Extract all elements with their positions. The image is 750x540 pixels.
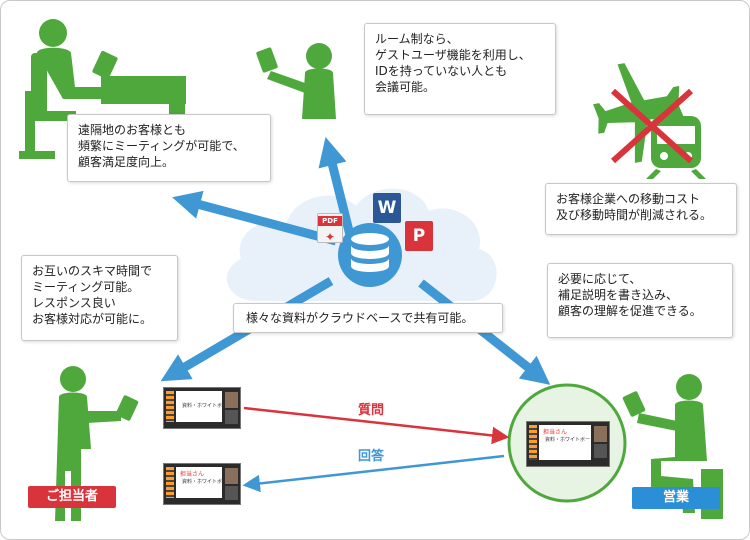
bubble-line: 遠隔地のお客様とも	[78, 123, 187, 137]
question-arrow	[243, 406, 510, 445]
bubble-line: 補足説明を書き込み、	[558, 288, 679, 302]
bubble-line: レスポンス良い	[32, 296, 116, 310]
sales-tag: 営業	[632, 487, 720, 509]
screen-toolbar	[166, 391, 174, 422]
screen-ink-text: 担当さん	[543, 429, 568, 436]
bubble-cloud-sharing: 様々な資料がクラウドベースで共有可能。	[233, 303, 503, 333]
question-label: 質問	[358, 403, 385, 418]
screen-toolbar	[529, 425, 537, 460]
screen-camera	[594, 444, 607, 458]
pdf-mark: ✦	[324, 230, 336, 244]
customer-screen-answer: 担当さん 資料・ホワイトボード	[163, 463, 241, 505]
bubble-line: ゲストユーザ機能を利用し、	[375, 48, 531, 62]
screen-document: 担当さん 資料・ホワイトボード	[176, 467, 232, 498]
word-file-icon: W	[373, 193, 401, 223]
arrow-to-top-left	[172, 190, 338, 246]
bubble-line: 必要に応じて、	[558, 272, 642, 286]
bubble-annotation: 必要に応じて、 補足説明を書き込み、 顧客の理解を促進できる。	[547, 263, 733, 338]
bubble-line: IDを持っていない人とも	[375, 64, 508, 78]
bubble-line: 顧客の理解を促進できる。	[558, 304, 702, 318]
screen-doc-text: 資料・ホワイトボード	[182, 479, 233, 485]
bubble-line: 及び移動時間が削減される。	[556, 208, 713, 222]
screen-doc-text: 資料・ホワイトボード	[182, 403, 233, 409]
bubble-line: 頻繁にミーティングが可能で、	[78, 139, 245, 153]
screen-camera	[225, 468, 238, 484]
screen-doc-text: 資料・ホワイトボード	[545, 437, 596, 443]
travel-icon	[593, 63, 706, 179]
word-label: W	[377, 198, 397, 218]
bubble-line: お客様対応が可能に。	[32, 312, 153, 326]
sales-screen: 担当さん 資料・ホワイトボード	[526, 421, 610, 467]
guest-person-icon	[256, 43, 336, 119]
bubble-spare-time: お互いのスキマ時間で ミーティング可能。 レスポンス良い お客様対応が可能に。	[21, 255, 178, 341]
pdf-file-icon: PDF ✦	[317, 213, 343, 244]
screen-camera	[225, 486, 238, 500]
bubble-remote-customer: 遠隔地のお客様とも 頻繁にミーティングが可能で、 顧客満足度向上。	[67, 114, 271, 182]
screen-camera	[225, 410, 238, 424]
bubble-line: 顧客満足度向上。	[78, 155, 175, 169]
bubble-line: 会議可能。	[375, 80, 436, 94]
screen-camera	[594, 426, 607, 442]
database-icon	[338, 223, 402, 287]
powerpoint-file-icon: P	[405, 221, 433, 251]
customer-tag: ご担当者	[28, 486, 116, 508]
bubble-guest-user: ルーム制なら、 ゲストユーザ機能を利用し、 IDを持っていない人とも 会議可能。	[364, 23, 556, 115]
screen-toolbar	[166, 467, 174, 498]
bubble-line: お客様企業への移動コスト	[556, 192, 701, 206]
screen-document: 担当さん 資料・ホワイトボード	[539, 425, 595, 460]
answer-label: 回答	[358, 449, 385, 464]
bubble-line: ミーティング可能。	[32, 280, 140, 294]
bubble-travel-cost: お客様企業への移動コスト 及び移動時間が削減される。	[545, 183, 737, 235]
bubble-line: ルーム制なら、	[375, 32, 459, 46]
bubble-line: 様々な資料がクラウドベースで共有可能。	[246, 311, 474, 325]
bubble-line: お互いのスキマ時間で	[32, 264, 153, 278]
customer-screen-question: 資料・ホワイトボード	[163, 387, 241, 429]
screen-camera	[225, 392, 238, 408]
ppt-label: P	[412, 226, 426, 246]
pdf-label: PDF	[318, 216, 342, 226]
arrow-to-top-person	[318, 137, 356, 241]
screen-ink-text: 担当さん	[180, 471, 205, 478]
screen-document: 資料・ホワイトボード	[176, 391, 232, 422]
answer-arrow	[242, 454, 505, 493]
